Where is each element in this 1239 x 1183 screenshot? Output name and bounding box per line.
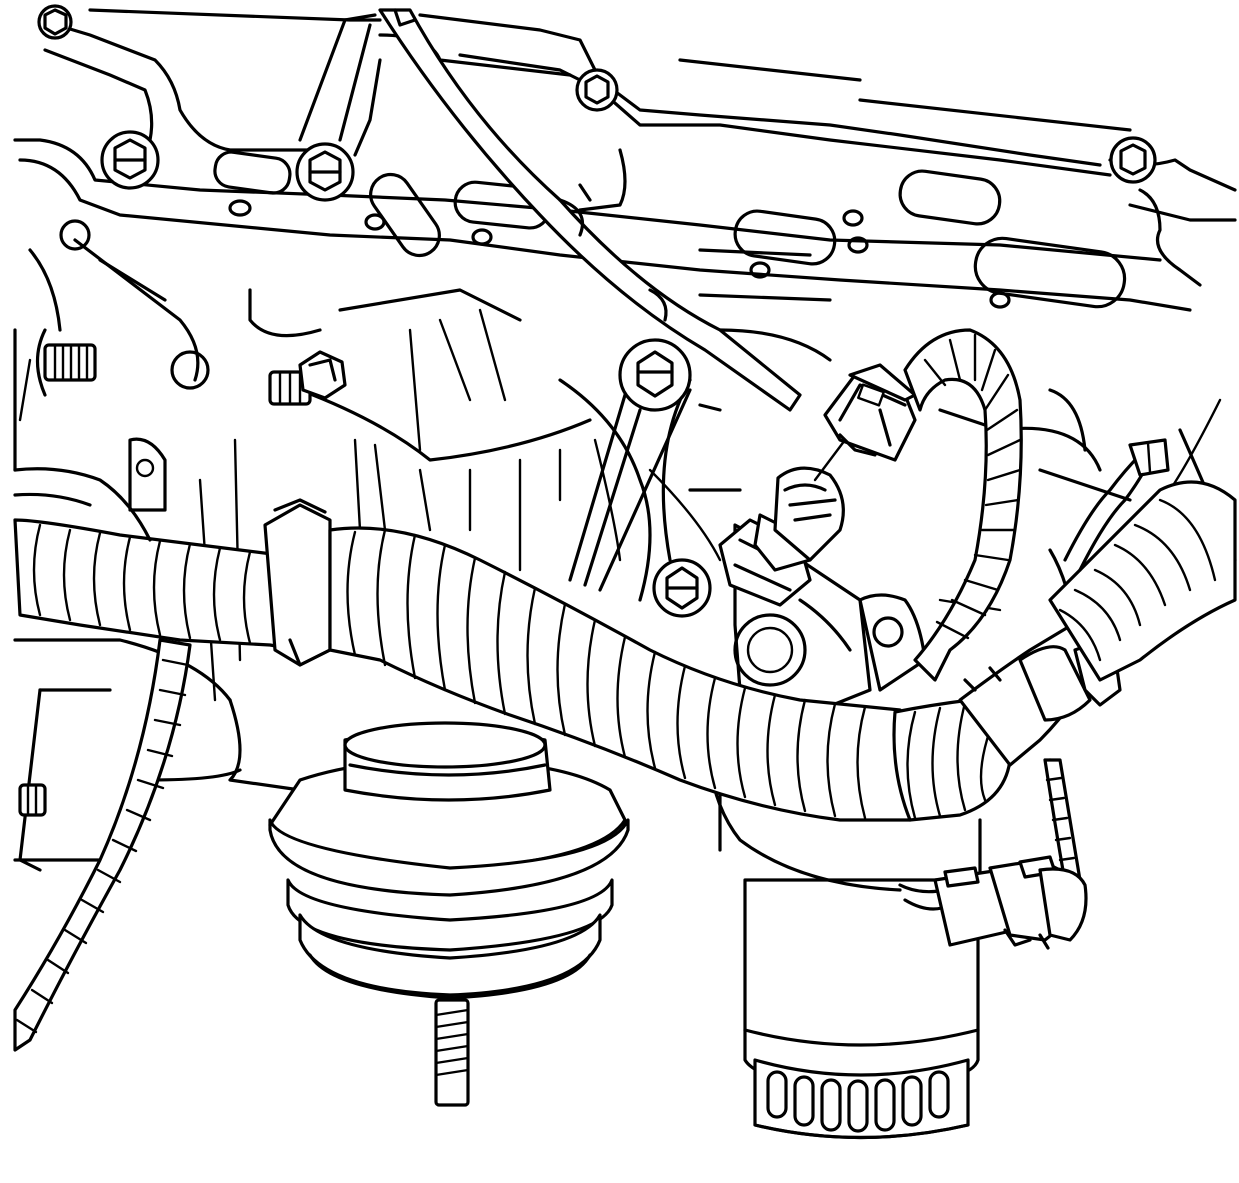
- upper-hose: [378, 8, 802, 412]
- stud-left: [35, 328, 97, 397]
- flange-bolt-left: [100, 130, 160, 190]
- oil-pressure-sensor: [718, 438, 847, 607]
- flange-bolt-upper-right: [1109, 136, 1157, 184]
- lower-left-stud: [18, 783, 47, 817]
- electrical-connector: [933, 855, 1088, 950]
- sensor-pigtail-harness: [903, 328, 1023, 682]
- stud-with-nut: [268, 350, 347, 406]
- adapter-bolt: [652, 558, 712, 618]
- oil-filter: [706, 698, 982, 1140]
- flange-bolt-top-left: [37, 4, 73, 40]
- engine-mount: [268, 721, 630, 1107]
- wiring-harness: [13, 438, 1237, 1052]
- flange-bolt-center: [295, 142, 355, 202]
- sensor-connector: [823, 363, 917, 462]
- bracket-bolt: [568, 338, 692, 592]
- mounting-bolts: [18, 4, 1157, 817]
- oil-pan-gasket-flange: [13, 8, 1237, 312]
- flange-bolt-upper-center: [575, 68, 619, 112]
